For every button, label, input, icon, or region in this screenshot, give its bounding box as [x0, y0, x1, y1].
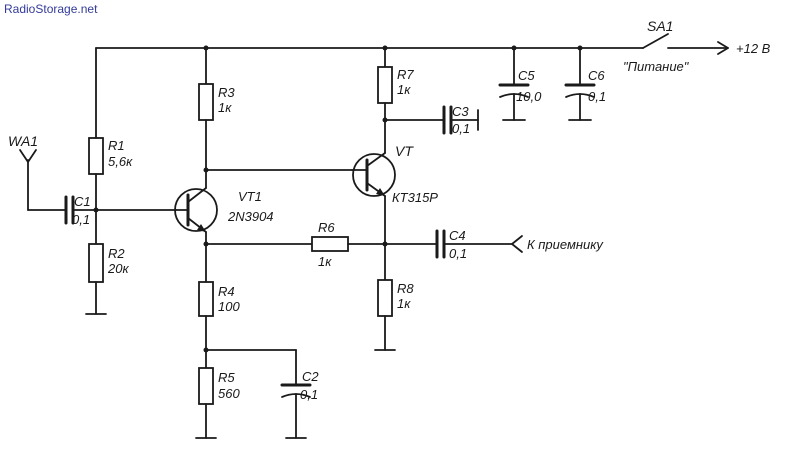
r3-label: R3	[218, 85, 235, 100]
site-watermark: RadioStorage.net	[4, 2, 98, 16]
r2-value: 20к	[107, 261, 129, 276]
c6-value: 0,1	[588, 89, 606, 104]
r7-value: 1к	[397, 82, 411, 97]
c4-label: C4	[449, 228, 466, 243]
antenna-wa1	[19, 149, 67, 211]
vt-label: VT	[395, 143, 414, 159]
resistor-r4	[198, 281, 214, 369]
vt1-label: VT1	[238, 189, 262, 204]
c5-value: 10,0	[516, 89, 542, 104]
c3-label: C3	[452, 104, 469, 119]
resistor-r1	[88, 47, 104, 245]
r1-value: 5,6к	[108, 154, 133, 169]
capacitor-c4	[435, 229, 523, 259]
c5-label: C5	[518, 68, 535, 83]
switch-sa1	[642, 33, 729, 55]
r8-label: R8	[397, 281, 414, 296]
vt-part: КТ315Р	[392, 190, 438, 205]
resistor-r7	[377, 47, 393, 154]
resistor-r8	[374, 279, 396, 351]
c2-value: 0,1	[300, 387, 318, 402]
r8-value: 1к	[397, 296, 411, 311]
c4-value: 0,1	[449, 246, 467, 261]
capacitor-c3	[384, 105, 479, 135]
sa1-caption: "Питание"	[623, 59, 690, 74]
c1-label: C1	[74, 194, 91, 209]
vt1-part: 2N3904	[227, 209, 274, 224]
r7-label: R7	[397, 67, 414, 82]
transistor-vt	[351, 152, 396, 281]
supply-voltage-label: +12 В	[736, 41, 771, 56]
c6-label: C6	[588, 68, 605, 83]
r2-label: R2	[108, 246, 125, 261]
capacitor-c2	[205, 349, 312, 439]
resistor-r2	[85, 243, 107, 315]
resistor-r6	[205, 236, 438, 252]
capacitor-c1	[64, 195, 177, 225]
r6-value: 1к	[318, 254, 332, 269]
r5-label: R5	[218, 370, 235, 385]
r3-value: 1к	[218, 100, 232, 115]
c2-label: C2	[302, 369, 319, 384]
c3-value: 0,1	[452, 121, 470, 136]
resistor-r3	[198, 47, 214, 189]
c1-value: 0,1	[72, 212, 90, 227]
transistor-vt1	[174, 187, 218, 283]
wa1-label: WA1	[8, 133, 38, 149]
sa1-label: SA1	[647, 18, 673, 34]
supply-rail	[95, 45, 644, 51]
r4-value: 100	[218, 299, 240, 314]
r4-label: R4	[218, 284, 235, 299]
capacitor-c6	[564, 47, 596, 121]
resistor-r5	[195, 367, 217, 439]
capacitor-c5	[498, 47, 530, 121]
receiver-output-label: К приемнику	[527, 237, 604, 252]
r6-label: R6	[318, 220, 335, 235]
r1-label: R1	[108, 138, 125, 153]
r5-value: 560	[218, 386, 240, 401]
